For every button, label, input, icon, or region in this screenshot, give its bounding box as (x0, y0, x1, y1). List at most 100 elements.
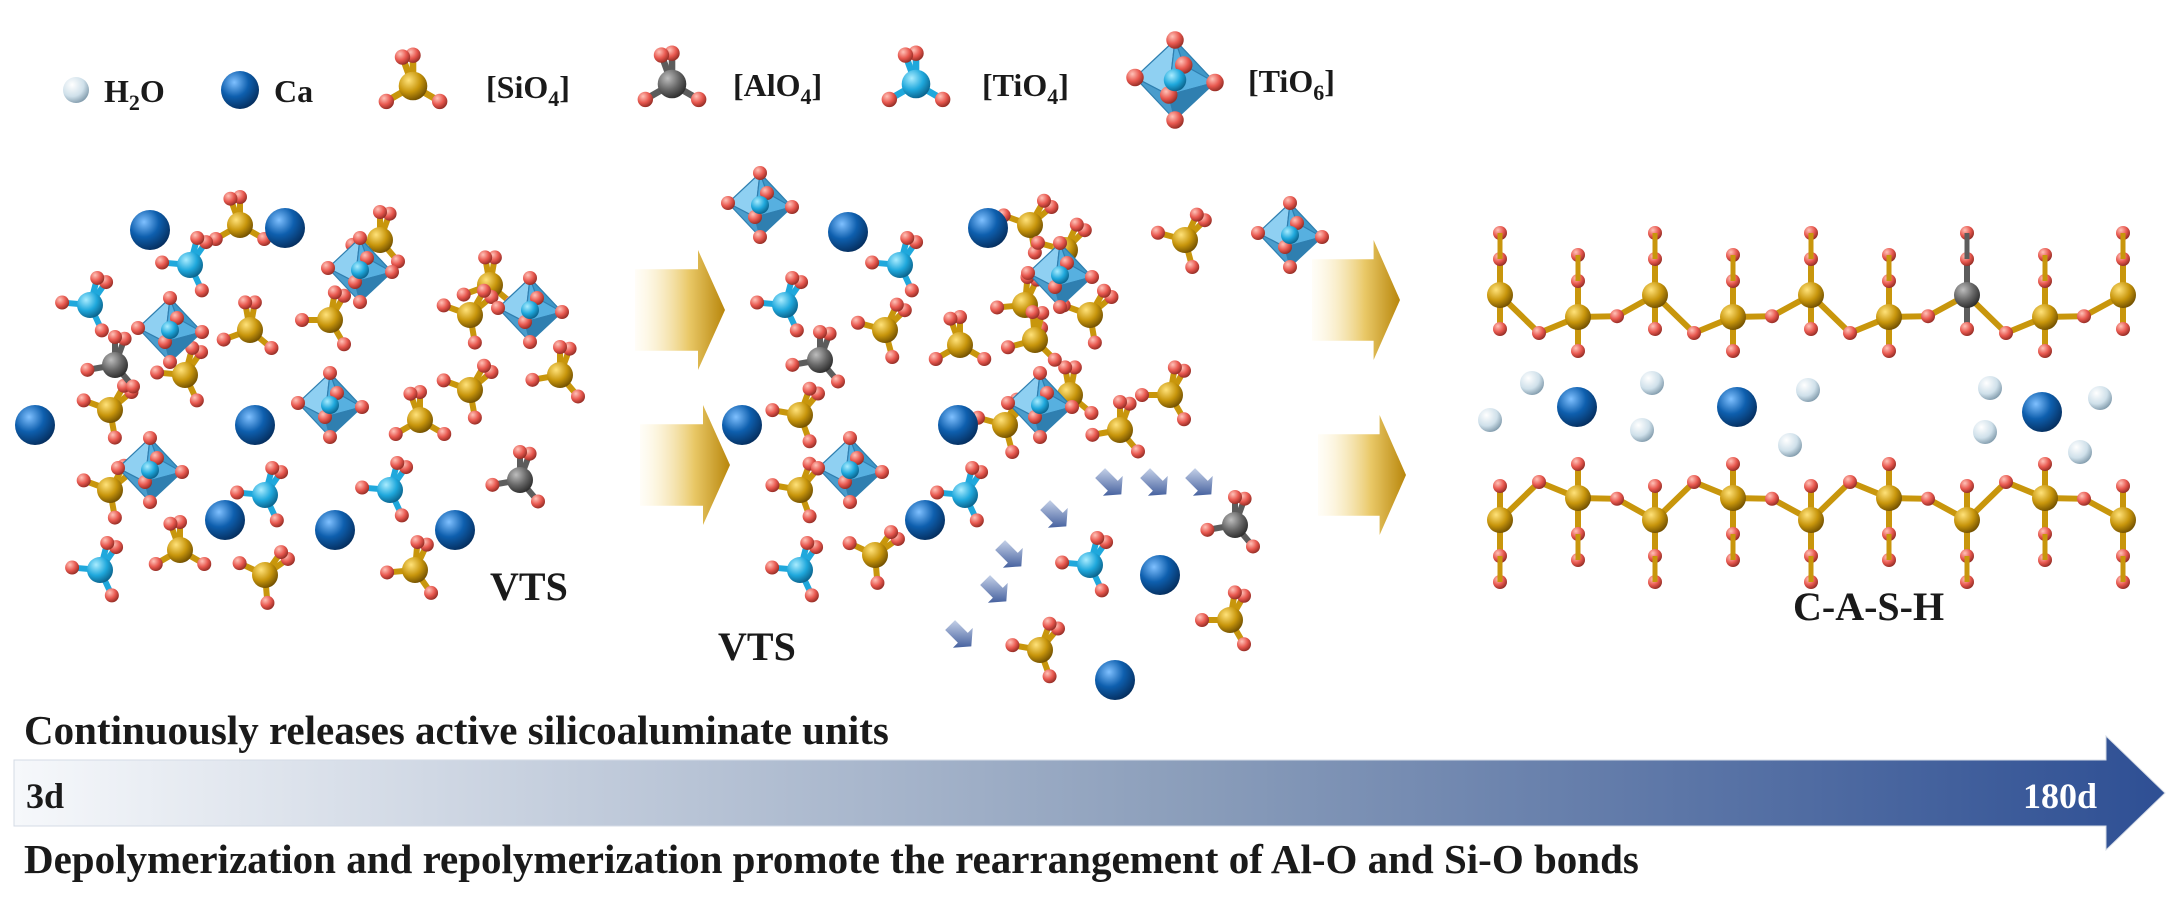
oxygen-atom (321, 261, 335, 275)
oxygen-atom (753, 166, 767, 180)
ti-atom (351, 261, 369, 279)
oxygen-atom (850, 315, 865, 330)
oxygen-atom (337, 337, 351, 352)
calcium-ion (1717, 387, 1757, 427)
oxygen-atom (491, 301, 505, 315)
oxygen-atom (1726, 344, 1740, 358)
ti-atom (77, 292, 103, 318)
si-atom (1954, 507, 1980, 533)
si-atom (252, 562, 278, 588)
oxygen-atom (195, 325, 209, 339)
ti-atom (841, 461, 859, 479)
oxygen-atom (904, 283, 919, 298)
oxygen-atom (1882, 344, 1896, 358)
si-tetrahedron (208, 190, 272, 246)
si-tetrahedron (378, 47, 448, 110)
oxygen-atom (94, 323, 109, 338)
oxygen-atom (789, 323, 804, 338)
oxygen-atom (380, 565, 395, 580)
oxygen-atom (1167, 360, 1182, 375)
oxygen-atom (897, 47, 914, 63)
calcium-ion (205, 500, 245, 540)
oxygen-atom (900, 230, 915, 245)
oxygen-atom (875, 465, 889, 479)
oxygen-atom (785, 270, 800, 285)
oxygen-atom (1493, 479, 1507, 493)
oxygen-atom (1283, 260, 1297, 274)
calcium-sphere-icon (221, 71, 259, 109)
timeline-end-label: 180d (2023, 776, 2097, 816)
al-tetrahedron (785, 325, 845, 389)
oxygen-atom (247, 295, 262, 310)
oxygen-atom (107, 430, 122, 445)
oxygen-atom (525, 372, 540, 387)
oxygen-atom (690, 91, 707, 108)
oxygen-atom (230, 485, 245, 500)
water-molecule (1978, 376, 2002, 400)
legend-item-sio4: [SiO4] (378, 47, 570, 111)
calcium-ion (221, 71, 259, 109)
oxygen-atom (175, 465, 189, 479)
oxygen-atom (2038, 457, 2052, 471)
oxygen-atom (390, 254, 405, 269)
oxygen-atom (990, 300, 1005, 315)
oxygen-atom (1005, 445, 1020, 460)
release-arrow (1140, 468, 1168, 496)
calcium-ion (828, 212, 868, 252)
al-atom (1954, 282, 1980, 308)
oxygen-atom (150, 451, 164, 465)
si-tetrahedron (1195, 585, 1251, 652)
bridging-oxygen (1687, 326, 1701, 340)
oxygen-atom (884, 525, 899, 540)
oxygen-atom (323, 430, 337, 444)
tio6-octahedron (131, 291, 209, 369)
ti-atom (252, 482, 278, 508)
oxygen-atom (843, 431, 857, 445)
oxygen-atom (170, 311, 184, 325)
legend-item-h2o: H2O (63, 73, 165, 115)
si-atom (1217, 607, 1243, 633)
ti-tetrahedron (155, 230, 214, 298)
si-atom (1876, 485, 1902, 511)
oxygen-atom (2116, 479, 2130, 493)
oxygen-atom (125, 379, 140, 394)
oxygen-atom (100, 535, 115, 550)
oxygen-atom (76, 473, 91, 488)
si-atom (367, 227, 393, 253)
oxygen-atom (765, 403, 780, 418)
ti-atom (1031, 396, 1049, 414)
oxygen-atom (1040, 386, 1054, 400)
legend-item-tio6: [TiO6] (1126, 31, 1335, 129)
oxygen-atom (1030, 235, 1045, 250)
oxygen-atom (1237, 637, 1251, 652)
oxygen-atom (1021, 266, 1035, 280)
oxygen-atom (843, 495, 857, 509)
oxygen-atom (197, 557, 212, 571)
si-atom (1642, 507, 1668, 533)
bridging-oxygen (1843, 475, 1857, 489)
oxygen-atom (355, 400, 369, 414)
oxygen-atom (1005, 638, 1020, 653)
oxygen-atom (1726, 457, 1740, 471)
si-atom (1077, 302, 1103, 328)
oxygen-atom (385, 265, 399, 279)
si-tetrahedron (148, 515, 212, 571)
oxygen-atom (327, 285, 342, 300)
oxygen-atom (1227, 585, 1242, 600)
bridging-oxygen (1765, 309, 1779, 324)
bridging-oxygen (1921, 309, 1935, 324)
tio6-octahedron (111, 431, 189, 509)
tio6-octahedron (1021, 236, 1099, 314)
si-atom (2032, 304, 2058, 330)
ti-atom (952, 482, 978, 508)
si-atom (2110, 507, 2136, 533)
calcium-ion (235, 405, 275, 445)
oxygen-atom (143, 431, 157, 445)
bridging-oxygen (1921, 491, 1935, 506)
tio6-octahedron-icon (1126, 31, 1224, 129)
oxygen-atom (360, 251, 374, 265)
oxygen-atom (378, 93, 395, 110)
si-atom (787, 402, 813, 428)
oxygen-atom (65, 560, 80, 575)
